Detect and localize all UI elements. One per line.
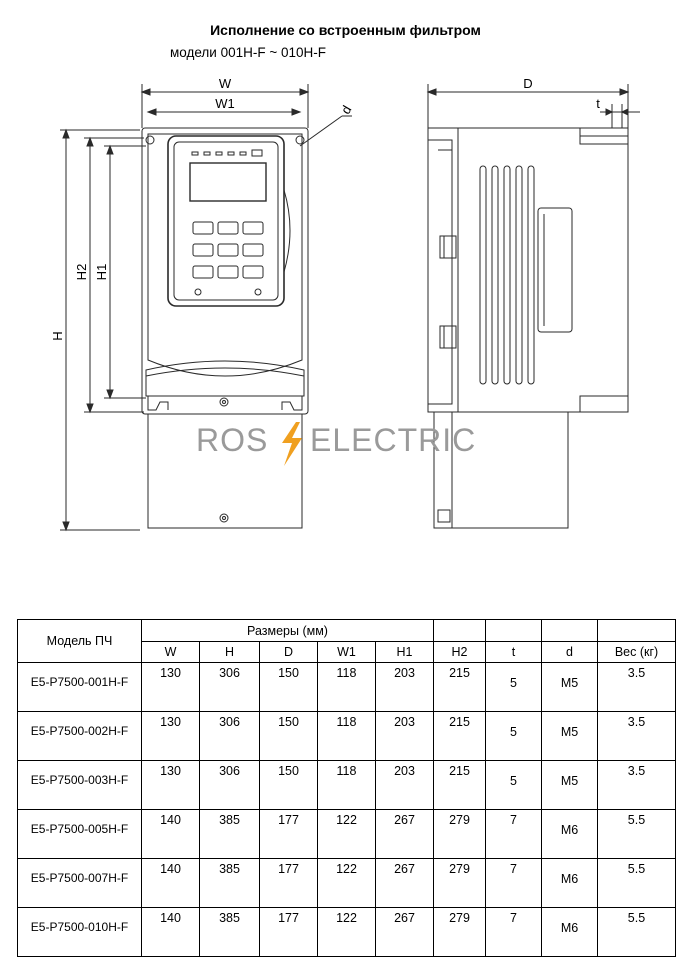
technical-drawing: W W1 d H H2 H1 D t ROS ELECTRIC [50,76,640,532]
cell-h1: 267 [375,858,434,908]
col-header: t [485,641,542,663]
cell-weight: 5.5 [597,809,676,859]
cell-w1: 122 [317,809,376,859]
cell-h1: 203 [375,711,434,761]
cell-h1: 203 [375,662,434,712]
cell-bolt: M6 [541,907,598,957]
cell-model: E5-P7500-007H-F [17,858,142,908]
cell-t: 7 [485,858,542,908]
lightning-bolt-icon [282,422,302,466]
cell-model: E5-P7500-005H-F [17,809,142,859]
cell-w: 130 [141,662,200,712]
table-row: E5-P7500-007H-F 140 385 177 122 267 279 … [17,858,676,908]
cell-t: 5 [485,760,542,810]
col-header: W1 [317,641,376,663]
cell-h: 306 [199,760,260,810]
cell-weight: 5.5 [597,858,676,908]
dim-label-depth: D [523,76,532,91]
watermark-ros: ROS [196,422,268,458]
cell-h: 385 [199,907,260,957]
cell-bolt: M5 [541,711,598,761]
cell-model: E5-P7500-010H-F [17,907,142,957]
cell-h2: 279 [433,907,486,957]
cell-h1: 267 [375,907,434,957]
cell-h2: 279 [433,809,486,859]
cell-h2: 279 [433,858,486,908]
cell-bolt: M5 [541,760,598,810]
cell-h2: 215 [433,760,486,810]
cell-bolt: M6 [541,809,598,859]
cell-w: 140 [141,809,200,859]
watermark-electric: ELECTRIC [310,422,476,458]
header-dimensions: Размеры (мм) [141,619,434,642]
cell-w: 130 [141,760,200,810]
cell-w1: 118 [317,711,376,761]
table-row: E5-P7500-002H-F 130 306 150 118 203 215 … [17,711,676,761]
cell-w1: 122 [317,858,376,908]
cell-t: 7 [485,907,542,957]
cell-model: E5-P7500-001H-F [17,662,142,712]
cell-t: 7 [485,809,542,859]
cell-t: 5 [485,662,542,712]
cell-weight: 3.5 [597,760,676,810]
cell-bolt: M6 [541,858,598,908]
table-row: E5-P7500-005H-F 140 385 177 122 267 279 … [17,809,676,859]
cell-h: 385 [199,809,260,859]
dim-label-h2: H2 [74,264,89,281]
dim-label-w: W [219,76,232,91]
header-model: Модель ПЧ [17,619,142,663]
cell-weight: 3.5 [597,711,676,761]
page-subtitle: модели 001H-F ~ 010H-F [170,45,327,60]
cell-d: 150 [259,711,318,761]
dim-label-h: H [50,331,65,340]
col-header: d [541,641,598,663]
cell-bolt: M5 [541,662,598,712]
cell-w: 140 [141,907,200,957]
cell-d: 150 [259,760,318,810]
cell-w1: 118 [317,760,376,810]
col-header: W [141,641,200,663]
col-header: Вес (кг) [597,641,676,663]
table-row: E5-P7500-003H-F 130 306 150 118 203 215 … [17,760,676,810]
table-row: E5-P7500-001H-F 130 306 150 118 203 215 … [17,662,676,712]
dimensions-table: Модель ПЧ Размеры (мм) W H D W1 H1 H2 t … [17,619,676,957]
cell-d: 177 [259,858,318,908]
col-header: D [259,641,318,663]
table-row: E5-P7500-010H-F 140 385 177 122 267 279 … [17,907,676,957]
dim-label-h1: H1 [94,264,109,281]
cell-h1: 203 [375,760,434,810]
dim-label-d: d [338,103,355,117]
cell-h: 385 [199,858,260,908]
dim-label-t: t [596,96,600,111]
cell-model: E5-P7500-002H-F [17,711,142,761]
cell-d: 150 [259,662,318,712]
cell-w: 140 [141,858,200,908]
cell-h2: 215 [433,662,486,712]
cell-model: E5-P7500-003H-F [17,760,142,810]
cell-h: 306 [199,711,260,761]
cell-weight: 5.5 [597,907,676,957]
cell-h: 306 [199,662,260,712]
cell-w: 130 [141,711,200,761]
dim-label-w1: W1 [215,96,235,111]
cell-weight: 3.5 [597,662,676,712]
page-title: Исполнение со встроенным фильтром [210,22,481,38]
col-header: H [199,641,260,663]
cell-w1: 122 [317,907,376,957]
col-header: H1 [375,641,434,663]
cell-d: 177 [259,809,318,859]
col-header: H2 [433,641,486,663]
cell-w1: 118 [317,662,376,712]
cell-h2: 215 [433,711,486,761]
cell-t: 5 [485,711,542,761]
cell-d: 177 [259,907,318,957]
cell-h1: 267 [375,809,434,859]
